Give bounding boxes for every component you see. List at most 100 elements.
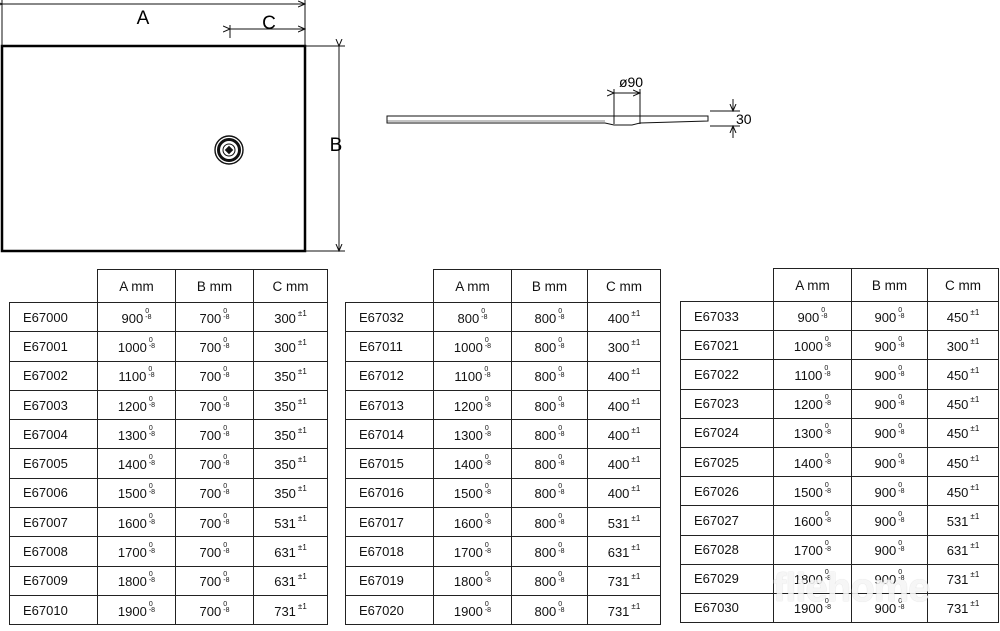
b-value: 800 (534, 515, 557, 531)
tolerance-upper: 0 (558, 454, 563, 462)
c-value-cell: 300±1 (253, 301, 328, 333)
tolerance-lower: -8 (824, 546, 832, 554)
tolerance-upper: 0 (223, 395, 228, 403)
tolerance-mark: 0-8 (558, 571, 564, 584)
tolerance-upper: 0 (223, 336, 228, 344)
tolerance-mark: 0-8 (223, 571, 229, 584)
tolerance-upper: 0 (145, 307, 150, 315)
a-value: 1200 (117, 398, 147, 414)
tolerance-upper: 0 (484, 483, 489, 491)
c-value: 631 (607, 545, 630, 561)
tolerance-lower: -8 (148, 430, 156, 438)
tolerance-upper: 0 (824, 510, 829, 518)
product-code: E67004 (9, 419, 98, 450)
tolerance-lower: -8 (558, 430, 565, 438)
tolerance-upper: 0 (898, 394, 903, 402)
a-value: 1600 (793, 513, 823, 529)
tolerance-upper: 0 (558, 542, 563, 550)
c-value-cell: 731±1 (253, 594, 328, 626)
tolerance-lower: -8 (484, 342, 492, 350)
tolerance-mark: 0-8 (825, 482, 831, 495)
tolerance-upper: 0 (148, 512, 153, 520)
c-value-cell: 300±1 (927, 330, 999, 361)
tolerance-mark: 0-8 (148, 337, 156, 350)
a-value: 1900 (117, 603, 147, 619)
product-code: E67006 (9, 477, 98, 509)
a-value: 1400 (793, 455, 823, 471)
tolerance-upper: 0 (148, 424, 153, 432)
c-value: 350 (274, 398, 296, 414)
c-value: 631 (274, 545, 296, 561)
c-value-cell: 400±1 (587, 419, 661, 450)
b-value: 700 (199, 310, 222, 326)
tolerance-upper: 0 (824, 540, 829, 548)
column-header: A mm (773, 268, 852, 302)
tolerance-upper: 0 (824, 364, 829, 372)
c-tolerance: ±1 (970, 541, 980, 551)
tolerance-mark: 0-8 (825, 336, 831, 349)
tolerance-mark: 0-8 (223, 366, 229, 379)
tolerance-mark: 0-8 (558, 600, 564, 614)
product-code: E67026 (680, 476, 774, 507)
c-value: 631 (274, 574, 296, 590)
tolerance-mark: 0-8 (485, 454, 491, 467)
tolerance-mark: 0-8 (223, 336, 229, 350)
tolerance-upper: 0 (898, 481, 903, 489)
c-value: 450 (946, 426, 969, 442)
c-tolerance: ±1 (297, 513, 307, 523)
tolerance-lower: -8 (484, 577, 492, 585)
column-header: C mm (927, 268, 999, 302)
tolerance-lower: -8 (824, 458, 832, 466)
a-value: 1700 (453, 545, 483, 561)
dimension-b-label: B (330, 135, 343, 156)
tolerance-mark: 0-8 (558, 542, 564, 555)
tolerance-mark: 0-8 (898, 336, 904, 349)
tolerance-mark: 0-8 (824, 364, 830, 378)
tolerance-mark: 0-8 (223, 308, 229, 321)
tolerance-lower: -8 (484, 372, 491, 380)
c-value-cell: 731±1 (587, 594, 661, 626)
tolerance-lower: -8 (148, 372, 155, 380)
tolerance-upper: 0 (484, 336, 489, 344)
tolerance-lower: -8 (484, 430, 492, 438)
a-value: 1500 (453, 486, 483, 502)
c-value-cell: 631±1 (253, 536, 328, 567)
tolerance-upper: 0 (824, 598, 829, 606)
tolerance-lower: -8 (484, 606, 492, 614)
tolerance-lower: -8 (148, 342, 156, 350)
tolerance-upper: 0 (558, 600, 563, 608)
technical-drawing: A C B ø90 30 (0, 0, 752, 253)
b-value: 900 (874, 601, 897, 617)
tolerance-lower: -8 (148, 489, 156, 497)
product-code: E67025 (680, 446, 774, 478)
a-value: 800 (457, 310, 480, 326)
a-value: 1800 (793, 572, 823, 588)
c-value: 300 (607, 339, 630, 355)
a-value: 1800 (117, 574, 147, 590)
product-code: E67023 (680, 388, 774, 419)
c-tolerance: ±1 (297, 601, 307, 611)
column-header: A mm (433, 269, 512, 303)
tolerance-upper: 0 (223, 483, 228, 491)
c-value: 450 (946, 309, 969, 325)
